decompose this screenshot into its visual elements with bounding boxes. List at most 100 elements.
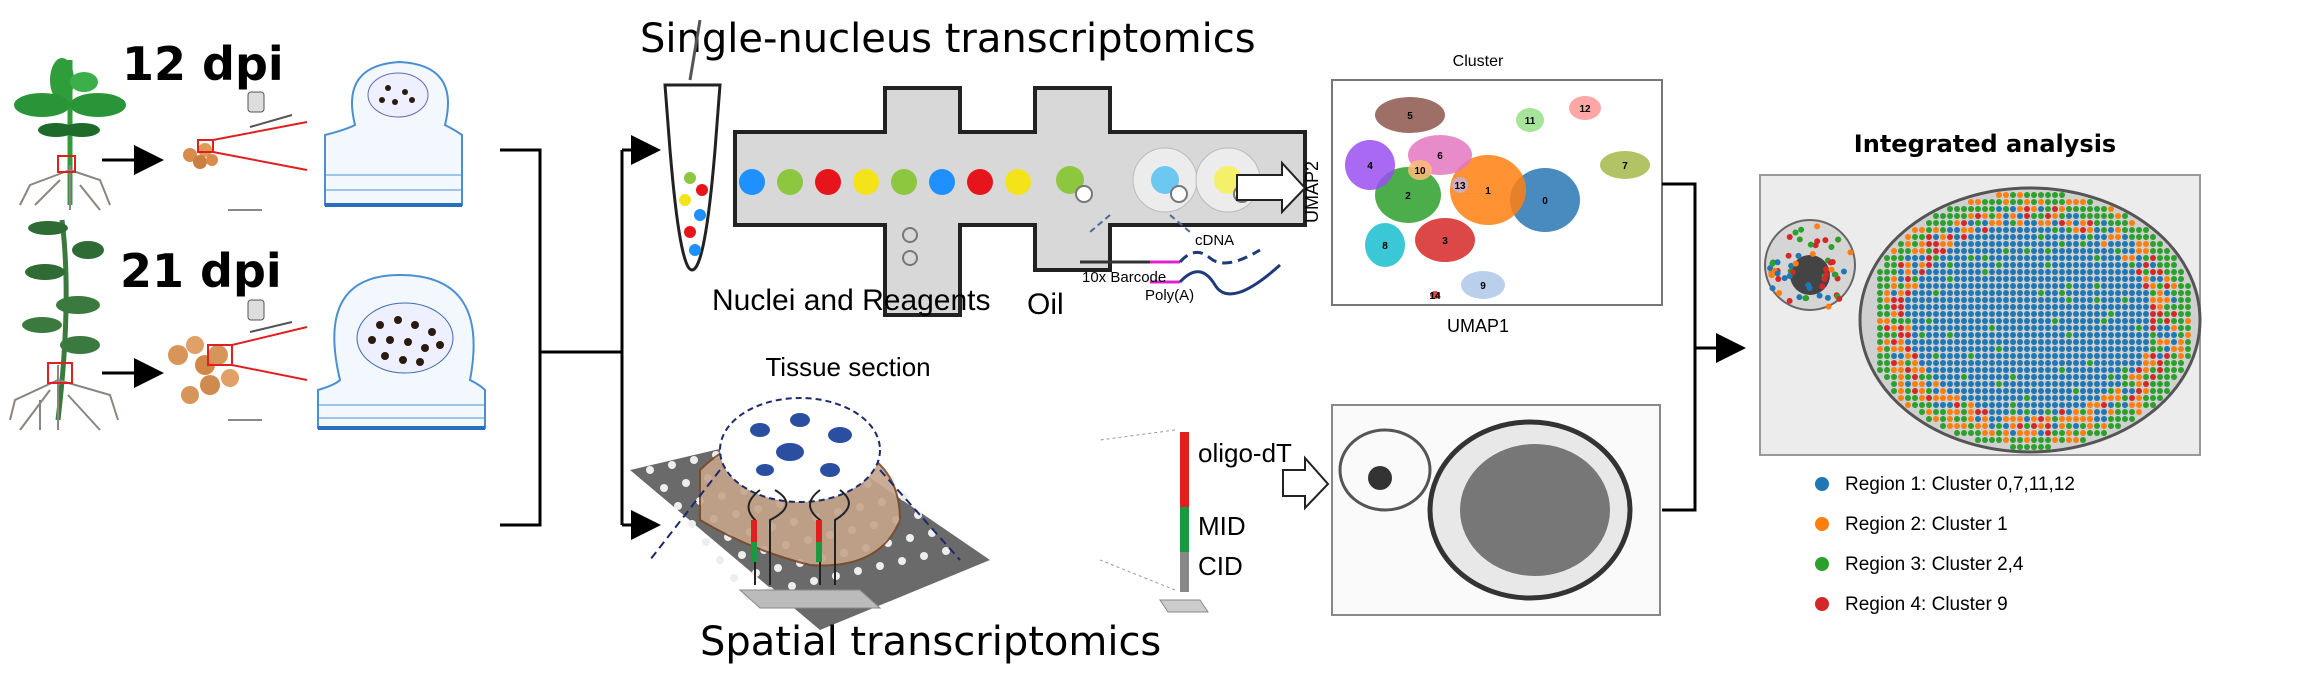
spatial-spot <box>1996 283 2002 289</box>
spatial-spot <box>1968 276 1974 282</box>
spatial-spot <box>2073 353 2079 359</box>
spatial-spot <box>1912 402 1918 408</box>
spatial-spot <box>1961 276 1967 282</box>
spatial-spot <box>2115 297 2121 303</box>
spatial-spot <box>1968 304 1974 310</box>
spatial-spot <box>2164 339 2170 345</box>
spatial-spot <box>2171 346 2177 352</box>
spatial-spot <box>2150 395 2156 401</box>
spatial-spot <box>1884 332 1890 338</box>
spatial-spot <box>2066 213 2072 219</box>
spatial-spot <box>1954 402 1960 408</box>
spatial-spot <box>2101 269 2107 275</box>
spatial-spot <box>2164 353 2170 359</box>
spatial-spot <box>1996 395 2002 401</box>
spatial-spot <box>2101 395 2107 401</box>
spatial-spot <box>1954 360 1960 366</box>
spatial-spot <box>1926 402 1932 408</box>
spatial-spot <box>1975 213 1981 219</box>
spatial-spot <box>2031 346 2037 352</box>
spatial-spot <box>2157 248 2163 254</box>
spatial-spot <box>2087 423 2093 429</box>
spatial-spot <box>2017 430 2023 436</box>
spatial-spot <box>1954 297 1960 303</box>
mid-label: MID <box>1198 511 1246 541</box>
spatial-spot <box>1982 262 1988 268</box>
spatial-spot <box>2157 283 2163 289</box>
spatial-spot <box>2178 325 2184 331</box>
spatial-spot <box>2024 255 2030 261</box>
spatial-spot <box>1996 269 2002 275</box>
legend-label: Region 1: Cluster 0,7,11,12 <box>1845 474 2075 495</box>
spatial-spot <box>1933 353 1939 359</box>
spatial-spot <box>2115 325 2121 331</box>
spatial-spot <box>2129 297 2135 303</box>
spatial-spot <box>2003 353 2009 359</box>
spatial-spot <box>1884 360 1890 366</box>
spatial-spot <box>1919 339 1925 345</box>
spatial-spot <box>1982 248 1988 254</box>
spatial-spot <box>2157 311 2163 317</box>
spatial-spot <box>2010 339 2016 345</box>
spatial-spot <box>2003 248 2009 254</box>
spatial-spot <box>2129 220 2135 226</box>
spatial-spot <box>2017 374 2023 380</box>
spatial-spot <box>2150 304 2156 310</box>
spatial-spot <box>1898 332 1904 338</box>
umap-cluster-2: 2 <box>1375 167 1441 223</box>
spatial-spot <box>2157 304 2163 310</box>
spatial-spot <box>2059 304 2065 310</box>
spatial-spot <box>1961 220 1967 226</box>
spatial-spot <box>2038 255 2044 261</box>
spatial-spot <box>2164 311 2170 317</box>
spatial-spot <box>2052 409 2058 415</box>
spatial-spot <box>2080 269 2086 275</box>
spatial-spot <box>1891 374 1897 380</box>
spatial-spot <box>1940 367 1946 373</box>
spatial-spot <box>2178 339 2184 345</box>
spatial-spot <box>2115 374 2121 380</box>
spatial-spot <box>1989 199 1995 205</box>
spatial-spot <box>2129 262 2135 268</box>
polya-label: Poly(A) <box>1145 287 1194 304</box>
spatial-spot <box>1926 234 1932 240</box>
spatial-spot <box>2164 367 2170 373</box>
spatial-spot <box>2157 381 2163 387</box>
spatial-spot <box>2045 199 2051 205</box>
spatial-spot <box>2010 192 2016 198</box>
spatial-spot <box>1912 374 1918 380</box>
spatial-spot <box>1905 262 1911 268</box>
spatial-spot <box>1989 297 1995 303</box>
spatial-spot <box>1898 290 1904 296</box>
spatial-spot <box>1940 381 1946 387</box>
spatial-spot <box>1968 269 1974 275</box>
spatial-spot <box>2087 248 2093 254</box>
single-nucleus-title: Single-nucleus transcriptomics <box>640 16 1256 62</box>
umap-cluster-12: 12 <box>1569 96 1601 120</box>
spatial-spot <box>1989 318 1995 324</box>
spatial-spot <box>2101 206 2107 212</box>
spatial-spot <box>1891 248 1897 254</box>
spatial-spot <box>1975 367 1981 373</box>
spatial-spot <box>2045 220 2051 226</box>
spatial-spot <box>1891 325 1897 331</box>
spatial-spot <box>1947 374 1953 380</box>
spatial-spot <box>2045 269 2051 275</box>
spatial-spot <box>2073 262 2079 268</box>
spatial-spot <box>2038 374 2044 380</box>
spatial-spot <box>1919 402 1925 408</box>
spatial-spot <box>2010 276 2016 282</box>
spatial-spot <box>2017 423 2023 429</box>
spatial-spot <box>1940 402 1946 408</box>
spatial-spot <box>2066 339 2072 345</box>
spatial-spot <box>1975 416 1981 422</box>
spatial-spot <box>2136 332 2142 338</box>
spatial-spot <box>1947 402 1953 408</box>
spatial-spot <box>2101 325 2107 331</box>
spatial-spot <box>2157 241 2163 247</box>
spatial-spot <box>1905 360 1911 366</box>
spatial-spot <box>1898 367 1904 373</box>
spatial-spot <box>1975 374 1981 380</box>
spatial-spot <box>2143 332 2149 338</box>
spatial-spot <box>1905 234 1911 240</box>
